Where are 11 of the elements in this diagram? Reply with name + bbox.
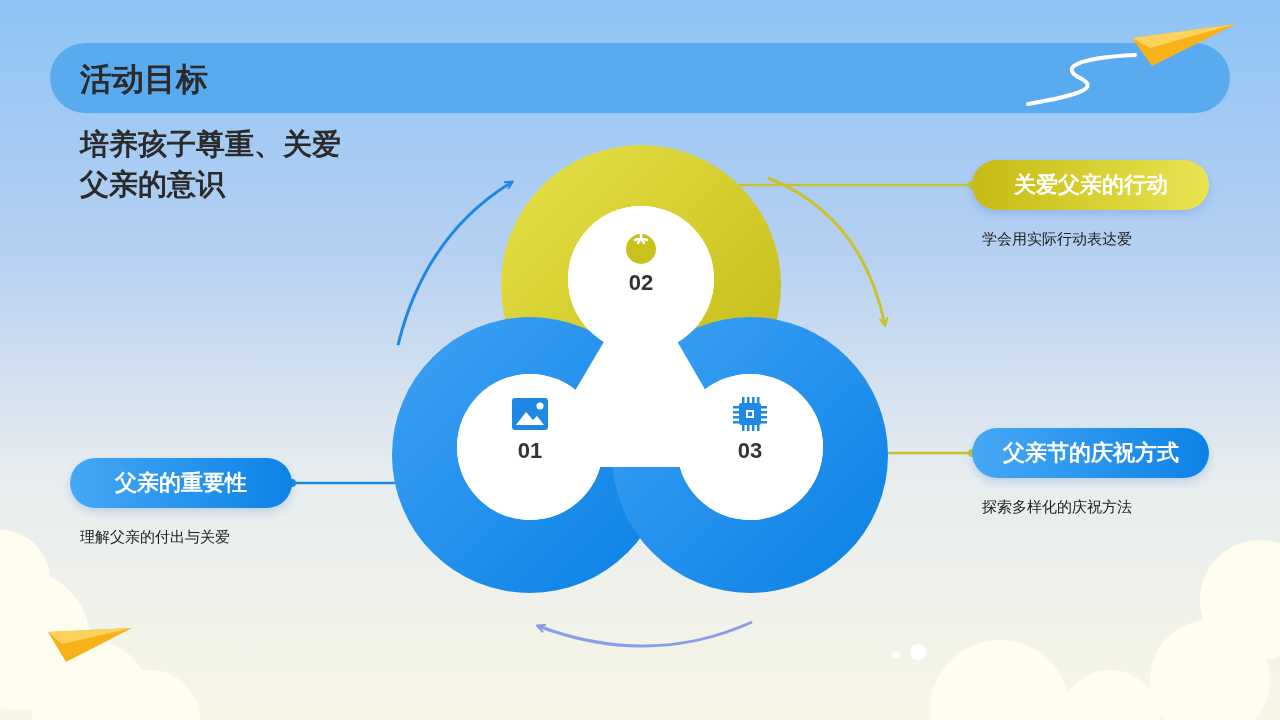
step-number: 01: [516, 438, 544, 464]
step-number: 03: [736, 438, 764, 464]
subtitle-text: 培养孩子尊重、关爱父亲的意识: [80, 126, 342, 203]
step-number: 02: [627, 270, 655, 296]
description-text: 探索多样化的庆祝方法: [982, 498, 1132, 517]
topic-pill: 关爱父亲的行动: [972, 160, 1209, 210]
topic-pill: 父亲的重要性: [70, 458, 292, 508]
topic-pill: 父亲节的庆祝方式: [972, 428, 1209, 478]
description-text: 理解父亲的付出与关爱: [80, 528, 230, 547]
title-text: 活动目标: [80, 59, 208, 100]
description-text: 学会用实际行动表达爱: [982, 230, 1132, 249]
